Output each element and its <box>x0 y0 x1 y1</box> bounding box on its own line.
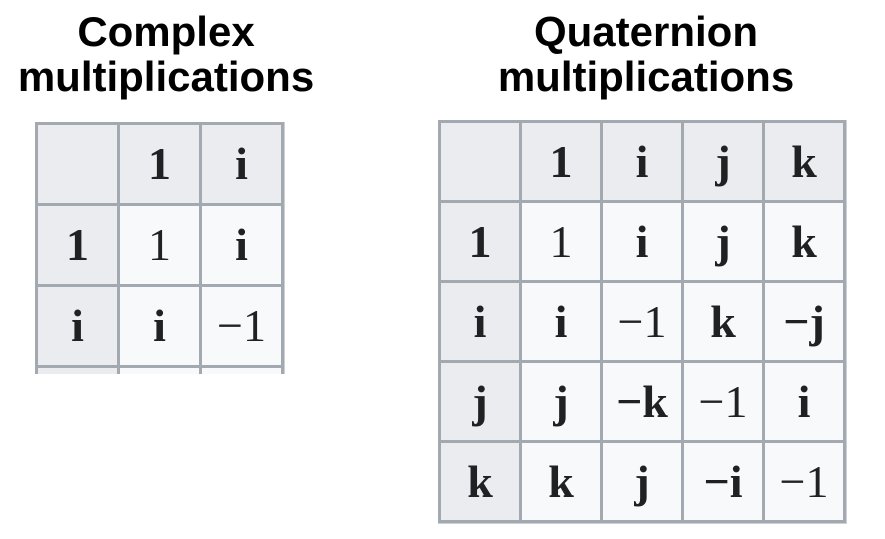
column-header-cell: i <box>600 120 684 203</box>
complex-multiplication-table: 1 i 1 1 i i i −1 <box>35 122 284 374</box>
product-cell: −1 <box>199 284 284 368</box>
product-cell: −1 <box>762 440 846 523</box>
product-cell: i <box>519 280 603 363</box>
column-header-cell: 1 <box>117 122 202 206</box>
product-cell: i <box>762 360 846 443</box>
clipped-partial-row <box>35 365 284 374</box>
corner-cell <box>438 120 522 203</box>
product-cell: −j <box>762 280 846 363</box>
product-cell: k <box>519 440 603 523</box>
table-row: 1 i <box>35 122 284 206</box>
quaternion-table-title: Quaternion multiplications <box>497 8 795 100</box>
product-cell: i <box>199 203 284 287</box>
corner-cell <box>35 122 120 206</box>
column-header-cell: 1 <box>519 120 603 203</box>
product-cell: −1 <box>600 280 684 363</box>
product-cell: i <box>117 284 202 368</box>
product-cell: 1 <box>519 200 603 283</box>
table-row: j j −k −1 i <box>438 360 846 443</box>
product-cell: 1 <box>117 203 202 287</box>
row-header-cell: k <box>438 440 522 523</box>
quaternion-table-clip: 1 i j k 1 1 i j k i i −1 k −j <box>438 120 849 526</box>
complex-table-title: Complex multiplications <box>17 8 315 100</box>
clipped-cell <box>35 365 120 374</box>
product-cell: i <box>600 200 684 283</box>
product-cell: j <box>519 360 603 443</box>
product-cell: j <box>600 440 684 523</box>
table-row: k k j −i −1 <box>438 440 846 523</box>
row-header-cell: j <box>438 360 522 443</box>
complex-table-clip: 1 i 1 1 i i i −1 <box>35 122 287 374</box>
product-cell: k <box>681 280 765 363</box>
row-header-cell: 1 <box>35 203 120 287</box>
column-header-cell: j <box>681 120 765 203</box>
row-header-cell: i <box>35 284 120 368</box>
product-cell: −k <box>600 360 684 443</box>
product-cell: k <box>762 200 846 283</box>
column-header-cell: i <box>199 122 284 206</box>
product-cell: −1 <box>681 360 765 443</box>
table-row: i i −1 k −j <box>438 280 846 363</box>
table-row: 1 i j k <box>438 120 846 203</box>
column-header-cell: k <box>762 120 846 203</box>
quaternion-multiplication-table: 1 i j k 1 1 i j k i i −1 k −j <box>438 120 846 523</box>
row-header-cell: i <box>438 280 522 363</box>
product-cell: j <box>681 200 765 283</box>
table-row: i i −1 <box>35 284 284 368</box>
product-cell: −i <box>681 440 765 523</box>
table-row: 1 1 i j k <box>438 200 846 283</box>
clipped-cell <box>117 365 202 374</box>
clipped-cell <box>199 365 284 374</box>
table-row: 1 1 i <box>35 203 284 287</box>
row-header-cell: 1 <box>438 200 522 283</box>
